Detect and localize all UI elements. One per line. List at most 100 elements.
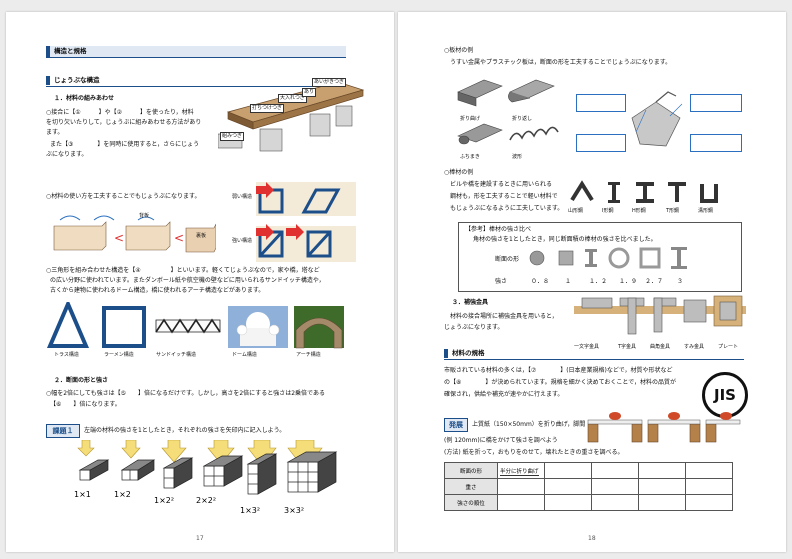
steel-shapes: [570, 180, 718, 203]
sub1-line4: また【③ 】を同時に使用すると，さらにじょう: [50, 141, 200, 148]
chapter-title: 構造と規格: [54, 47, 87, 55]
table-cell[interactable]: [497, 478, 545, 495]
page-number: 17: [196, 535, 204, 542]
steel-caption-2: I形鋼: [602, 208, 614, 214]
weak-structure-label: 弱い構造: [232, 194, 253, 200]
table-cell[interactable]: 半分に折り曲げ: [497, 462, 545, 479]
table-cell[interactable]: [638, 478, 686, 495]
task-badge: 課題１: [46, 424, 80, 438]
sub3-title: ３．補強金具: [452, 299, 489, 306]
ref-value-5: ２．７: [645, 278, 664, 285]
tri-line1: ○三角形を組み合わせた構造を【④ 】といいます。軽くてじょうぶなので，家や橋，塔…: [46, 267, 320, 274]
bench-label-3: あり: [302, 88, 317, 97]
table-cell[interactable]: [685, 462, 733, 479]
ref-value-4: １．９: [619, 278, 638, 285]
plate-line1: うすい金属やプラスチック板は，断面の形を工夫することでじょうぶになります。: [450, 59, 672, 66]
bench-label-5: 組みつぎ: [220, 132, 245, 141]
evaluation-table: 断面の形 半分に折り曲げ 重さ 強さの順位: [444, 462, 733, 511]
caption-dome: ドーム構造: [232, 352, 257, 358]
steel-caption-4: T形鋼: [666, 208, 680, 214]
table-row: 強さの順位: [444, 494, 733, 511]
table-cell[interactable]: [685, 494, 733, 511]
row-label-shape: 断面の形: [444, 462, 498, 479]
bar-title: ○棒材の例: [444, 169, 474, 176]
hw-caption-1: 一文字金具: [574, 344, 600, 350]
dev-line1: 上質紙（150×50mm）を折り曲げ，脚間: [472, 421, 586, 428]
plate-caption-1: 折り曲げ: [460, 116, 481, 122]
sub3-line2: じょうぶになります。: [444, 324, 504, 331]
ref-value-2: １: [565, 278, 572, 285]
beam-label-6: 3×3²: [284, 506, 305, 515]
sub2-line2: 【⑥ 】倍になります。: [50, 401, 121, 408]
dev-line3: (方法) 紙を折って，おもりをのせて，壊れたときの重さを調べる。: [444, 449, 624, 456]
section-title-bar: じょうぶな構造: [46, 75, 346, 87]
plate-title: ○板材の例: [444, 47, 474, 54]
caption-rahmen: ラーメン構造: [104, 352, 134, 358]
page-number: 18: [588, 535, 596, 542]
sub1-line3: ます。: [46, 129, 64, 136]
hw-caption-4: すみ金具: [684, 344, 705, 350]
back-board-label: 背板: [139, 213, 150, 219]
reference-box: 【参考】棒材の強さ比べ 角材の強さを1としたとき，同じ断面積の棒材の強さを比べま…: [458, 222, 742, 292]
table-cell[interactable]: [591, 494, 639, 511]
table-cell[interactable]: [638, 494, 686, 511]
sub1-line2: を切り欠いたりして，じょうぶに組みあわせる方法があり: [46, 119, 202, 126]
hardware-illustrations: [574, 295, 746, 335]
beam-label-4: 2×2²: [196, 496, 217, 505]
table-cell[interactable]: [544, 494, 592, 511]
beam-label-2: 1×2: [114, 490, 131, 499]
sub1-title: １．材料の組みあわせ: [54, 95, 115, 102]
dist-line1: ○材料の使い方を工夫することでもじょうぶになります。: [46, 193, 201, 200]
answer-box-4[interactable]: [690, 134, 742, 152]
bench-label-2: 大入れつぎ: [278, 94, 307, 103]
steel-caption-5: 溝形鋼: [698, 208, 714, 214]
beam-label-5: 1×3²: [240, 506, 261, 515]
table-cell[interactable]: [591, 478, 639, 495]
ref-line1: 角材の強さを1としたとき，同じ断面積の棒材の強さを比べました。: [473, 236, 657, 243]
table-note: 半分に折り曲げ: [500, 468, 539, 476]
std-line1: 市販されている材料の多くは，【⑦ 】(日本産業規格)などで，材質や形状など: [444, 367, 673, 374]
table-row: 重さ: [444, 478, 733, 495]
row-label-weight: 重さ: [444, 478, 498, 495]
table-cell[interactable]: [497, 494, 545, 511]
table-cell[interactable]: [638, 462, 686, 479]
table-cell[interactable]: [591, 462, 639, 479]
svg-text:<: <: [114, 231, 124, 245]
advanced-badge: 発展: [444, 418, 468, 432]
dustpan-illustration: [631, 91, 683, 147]
ref-value-1: ０．８: [531, 278, 550, 285]
ref-cross-sections: [529, 247, 687, 269]
table-cell[interactable]: [544, 462, 592, 479]
ref-title: 【参考】棒材の強さ比べ: [465, 226, 532, 233]
table-row: 断面の形 半分に折り曲げ: [444, 462, 733, 479]
table-cell[interactable]: [544, 478, 592, 495]
ref-strength-label: 強さ: [495, 278, 508, 285]
bench-label-4: あいがきつぎ: [312, 78, 347, 87]
ref-shape-label: 断面の形: [495, 256, 520, 263]
bench-label-1: 打ちつけつぎ: [250, 104, 285, 113]
answer-box-3[interactable]: [576, 134, 626, 152]
plate-caption-2: 折り返し: [512, 116, 533, 122]
standards-title-bar: 材料の規格: [444, 348, 744, 360]
hw-caption-2: T字金具: [618, 344, 637, 350]
caption-sandwich: サンドイッチ構造: [156, 352, 197, 358]
caption-truss: トラス構造: [54, 352, 79, 358]
tri-line3: 古くから建物に使われるドーム構造，橋に使われるアーチ構造などがあります。: [50, 287, 265, 294]
answer-box-2[interactable]: [690, 94, 742, 112]
chapter-title-bar: 構造と規格: [46, 46, 346, 58]
plate-caption-3: ふちまき: [460, 154, 480, 160]
hw-caption-3: 曲角金具: [650, 344, 671, 350]
table-cell[interactable]: [685, 478, 733, 495]
steel-caption-3: H形鋼: [632, 208, 646, 214]
std-line3: 確保され，供給や補充が速やかに行えます。: [444, 391, 564, 398]
plate-caption-4: 波形: [512, 154, 523, 160]
caption-arch: アーチ構造: [296, 352, 321, 358]
beam-label-3: 1×2²: [154, 496, 175, 505]
ref-value-3: １．２: [589, 278, 608, 285]
strong-structure-label: 強い構造: [232, 238, 253, 244]
dev-line2: (例 120mm)に橋をかけて強さを調べよう: [444, 437, 558, 444]
row-label-rank: 強さの順位: [444, 494, 498, 511]
sub2-title: ２．断面の形と強さ: [54, 377, 109, 384]
answer-box-1[interactable]: [576, 94, 626, 112]
box-illustrations: < <: [53, 215, 216, 253]
